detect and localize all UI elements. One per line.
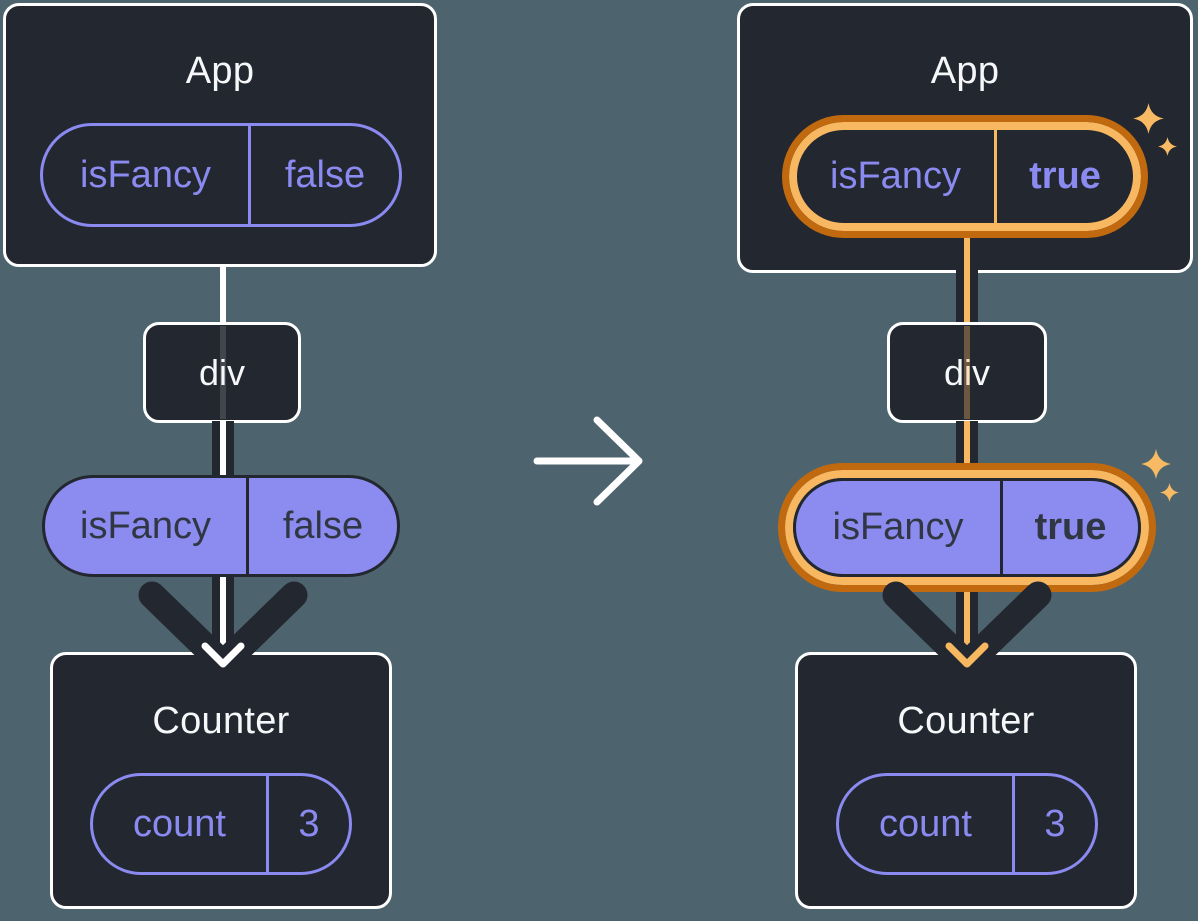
highlight-ring: isFancy true <box>782 115 1148 238</box>
prop-value: false <box>282 504 364 547</box>
app-title-after: App <box>930 50 1000 92</box>
state-value: 3 <box>298 802 320 845</box>
transition-arrow-icon <box>533 416 643 506</box>
state-name: count <box>839 776 1015 872</box>
div-element-box-before: div <box>143 322 301 423</box>
div-label-before: div <box>198 351 246 393</box>
connector-pill-counter-before <box>220 575 226 654</box>
prop-value: true <box>1034 506 1107 548</box>
state-value: 3 <box>1044 802 1066 845</box>
prop-name: isFancy <box>797 130 997 223</box>
counter-state-pill-before: count 3 <box>90 773 352 875</box>
div-label-after: div <box>943 351 991 393</box>
prop-value: false <box>284 153 366 196</box>
app-prop-pill-after: isFancy true <box>797 130 1133 223</box>
connector-through-div-before <box>220 326 226 419</box>
connector-through-div-after <box>964 326 970 419</box>
connector-app-div-after <box>964 234 970 322</box>
prop-name: isFancy <box>43 126 251 224</box>
app-prop-pill-before: isFancy false <box>40 123 402 227</box>
prop-name: isFancy <box>796 481 1003 574</box>
connector-div-pill-after <box>964 421 970 465</box>
app-title-before: App <box>185 50 255 92</box>
counter-title-before: Counter <box>152 700 290 742</box>
sparkle-icon <box>1141 449 1171 479</box>
connector-div-pill-before <box>220 421 226 477</box>
connector-app-div-before <box>220 264 226 325</box>
highlight-ring: isFancy true <box>778 463 1156 592</box>
connector-pill-counter-after <box>964 590 970 654</box>
prop-value: true <box>1029 155 1101 197</box>
state-name: count <box>93 776 269 872</box>
counter-state-pill-after: count 3 <box>836 773 1098 875</box>
passed-prop-pill-before: isFancy false <box>42 475 400 577</box>
prop-name: isFancy <box>45 478 249 574</box>
sparkle-icon <box>1160 483 1179 502</box>
passed-prop-pill-after: isFancy true <box>793 478 1141 577</box>
counter-title-after: Counter <box>897 700 1035 742</box>
div-element-box-after: div <box>887 322 1047 423</box>
